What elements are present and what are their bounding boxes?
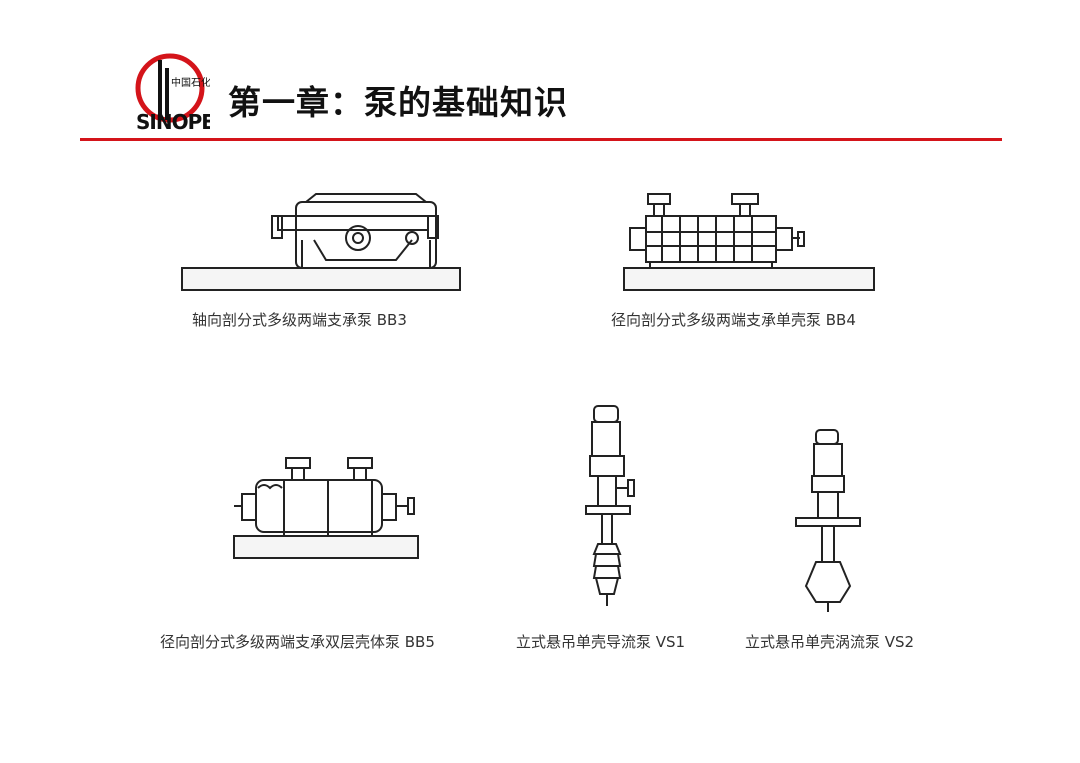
pump-figure-vs1 <box>572 402 644 612</box>
pump-figure-bb3 <box>176 180 466 292</box>
sinopec-logo: 中国石化 SINOPEC <box>134 50 210 132</box>
svg-text:SINOPEC: SINOPEC <box>136 110 210 132</box>
pump-figure-bb5 <box>228 452 424 562</box>
pump-figure-bb4 <box>612 182 882 294</box>
title-underline <box>80 138 1002 141</box>
figure-caption-vs2: 立式悬吊单壳涡流泵 VS2 <box>745 633 915 651</box>
figure-caption-bb3: 轴向剖分式多级两端支承泵 BB3 <box>192 311 407 329</box>
figure-caption-bb4: 径向剖分式多级两端支承单壳泵 BB4 <box>611 311 856 329</box>
pump-figure-vs2 <box>788 426 868 616</box>
svg-text:中国石化: 中国石化 <box>171 76 210 89</box>
page-title: 第一章：泵的基础知识 <box>228 83 568 122</box>
figure-caption-vs1: 立式悬吊单壳导流泵 VS1 <box>516 633 686 651</box>
figure-caption-bb5: 径向剖分式多级两端支承双层壳体泵 BB5 <box>160 633 435 651</box>
